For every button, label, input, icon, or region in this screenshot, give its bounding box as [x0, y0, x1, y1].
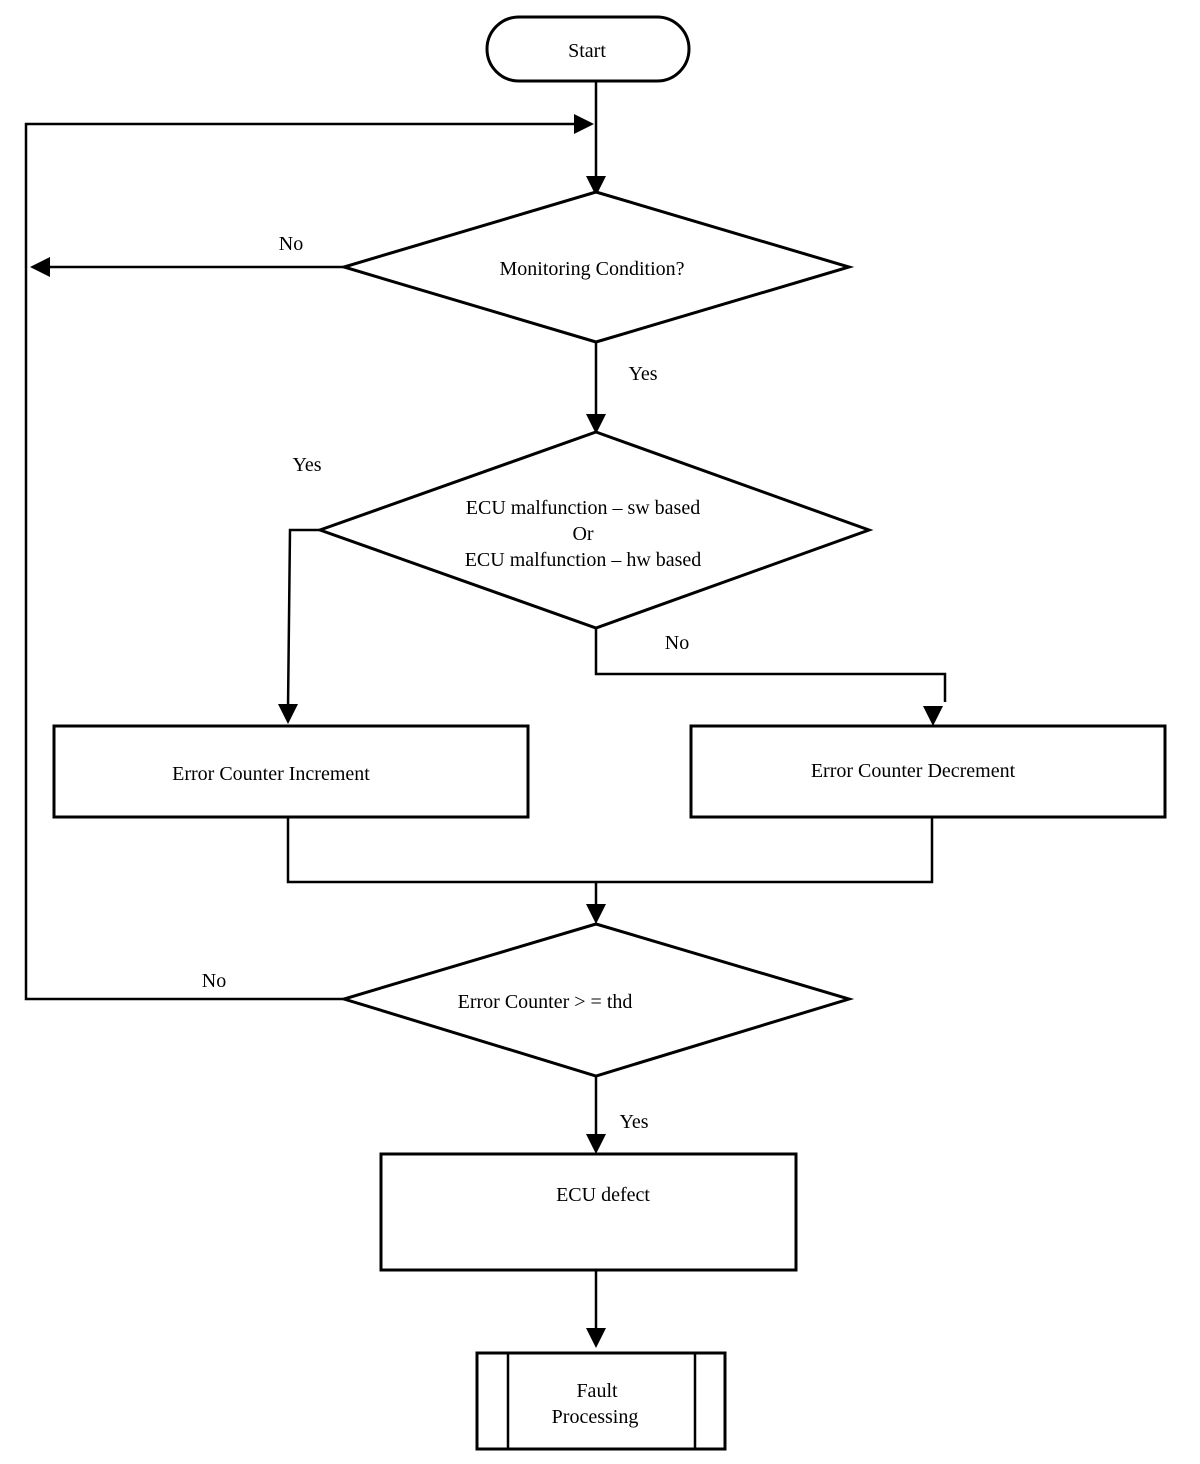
decision-shape — [338, 190, 855, 344]
edge-label-malfunction-yes: Yes — [292, 454, 321, 476]
fault-label-line2: Processing — [552, 1406, 639, 1428]
connectors — [24, 82, 947, 1332]
edge-labels: No Yes Yes No No Yes — [202, 233, 689, 1133]
monitoring-condition-label: Monitoring Condition? — [500, 258, 685, 280]
arrowhead-down-icon — [586, 1328, 606, 1348]
decision-shape — [338, 922, 855, 1078]
process-shape — [52, 724, 530, 819]
edge-label-threshold-no: No — [202, 970, 226, 992]
edge-label-monitoring-yes: Yes — [628, 363, 657, 385]
node-error-counter-decrement: Error Counter Decrement — [689, 724, 1167, 819]
node-error-counter-threshold: Error Counter > = thd — [338, 922, 855, 1078]
arrowhead-right-icon — [574, 114, 594, 134]
malfunction-label-line1: ECU malfunction – sw based — [466, 497, 700, 519]
process-shape — [689, 724, 1167, 819]
edge-label-threshold-yes: Yes — [619, 1111, 648, 1133]
node-monitoring-condition: Monitoring Condition? — [338, 190, 855, 344]
fault-label-line1: Fault — [576, 1380, 618, 1402]
decrement-label: Error Counter Decrement — [811, 760, 1016, 782]
edge-label-monitoring-no: No — [279, 233, 303, 255]
node-fault-processing: Fault Processing — [475, 1351, 727, 1451]
arrowhead-down-icon — [586, 176, 606, 196]
node-ecu-malfunction: ECU malfunction – sw based Or ECU malfun… — [315, 430, 874, 630]
predefined-process-shape — [475, 1351, 727, 1451]
connector-loopback — [24, 122, 578, 1001]
arrowhead-down-icon — [586, 1134, 606, 1154]
edge-label-malfunction-no: No — [665, 632, 689, 654]
malfunction-label-line3: ECU malfunction – hw based — [465, 549, 702, 571]
increment-label: Error Counter Increment — [172, 763, 370, 785]
node-ecu-defect: ECU defect — [379, 1152, 798, 1272]
arrowhead-down-icon — [278, 704, 298, 724]
decision-shape — [315, 430, 874, 630]
malfunction-label-line2: Or — [572, 523, 593, 545]
ecu-defect-label: ECU defect — [556, 1184, 650, 1206]
process-shape — [379, 1152, 798, 1272]
arrowheads — [30, 114, 943, 1348]
start-label: Start — [568, 40, 606, 62]
node-start: Start — [485, 15, 691, 83]
connector-counters-merge — [286, 818, 934, 884]
node-error-counter-increment: Error Counter Increment — [52, 724, 530, 819]
arrowhead-down-icon — [586, 904, 606, 924]
connector-malfunction-yes — [286, 528, 320, 709]
connector-malfunction-no — [594, 628, 947, 702]
arrowhead-down-icon — [586, 414, 606, 434]
arrowhead-left-icon — [30, 257, 50, 277]
arrowhead-down-icon — [923, 706, 943, 726]
terminator-shape — [485, 15, 691, 83]
threshold-label: Error Counter > = thd — [458, 991, 633, 1013]
